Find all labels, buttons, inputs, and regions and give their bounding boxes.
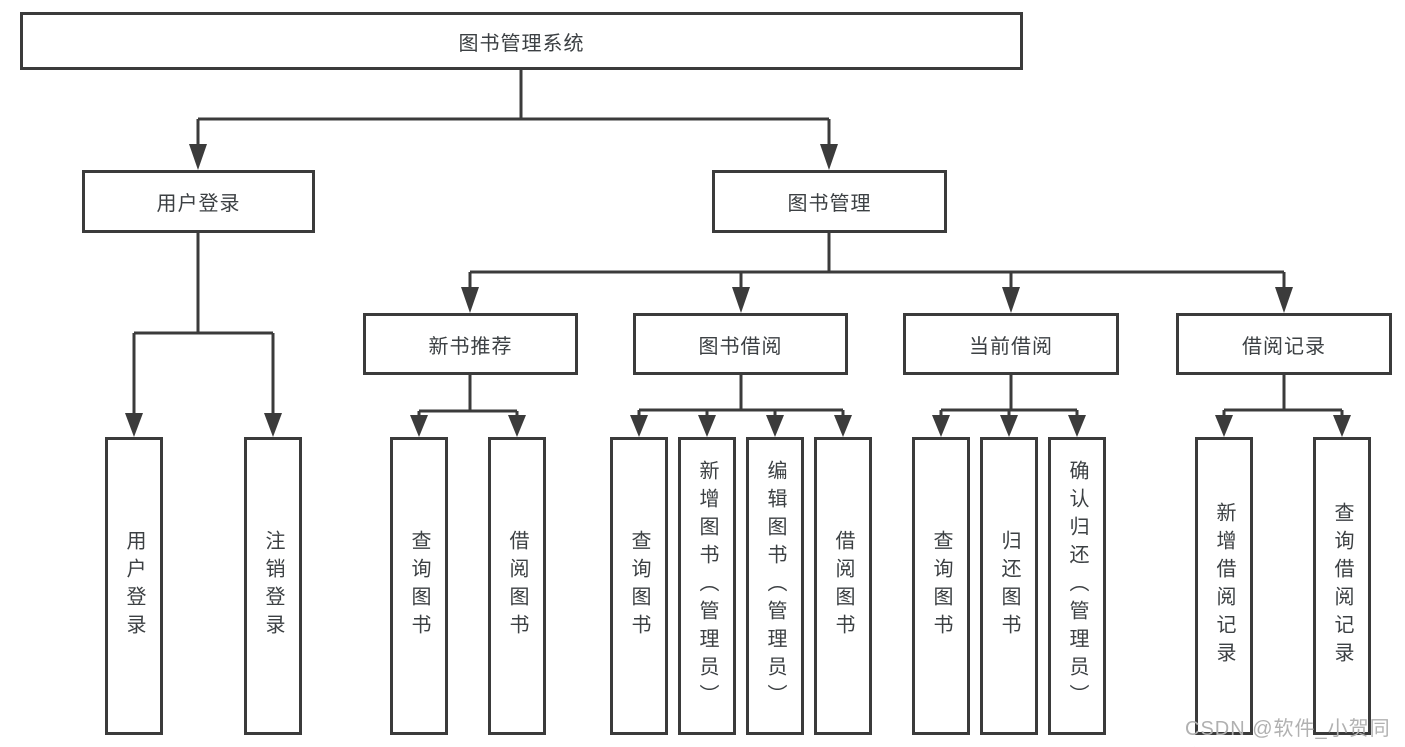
connector-book-management-branch: [461, 233, 1293, 313]
leaf-label: 查询图书: [408, 530, 430, 642]
connector-current-borrowing-branch: [932, 375, 1086, 437]
node-book-management: 图书管理: [712, 170, 947, 233]
node-leaf-borrow-books-2: 借阅图书: [814, 437, 872, 735]
csdn-watermark: CSDN @软件_小贺同学: [1185, 718, 1391, 740]
connector-user-login-branch: [125, 233, 282, 437]
leaf-label: 新增借阅记录: [1213, 502, 1235, 670]
node-leaf-add-borrow-record: 新增借阅记录: [1195, 437, 1253, 735]
node-new-book-recommend: 新书推荐: [363, 313, 578, 375]
connector-root-to-level2: [189, 70, 838, 170]
leaf-label: 借阅图书: [506, 530, 528, 642]
leaf-label: 归还图书: [998, 530, 1020, 642]
leaf-label: 查询借阅记录: [1331, 502, 1353, 670]
leaf-label: 查询图书: [628, 530, 650, 642]
leaf-label: 借阅图书: [832, 530, 854, 642]
leaf-label: 用户登录: [123, 530, 145, 642]
node-book-borrowing: 图书借阅: [633, 313, 848, 375]
node-user-login: 用户登录: [82, 170, 315, 233]
node-leaf-query-borrow-record: 查询借阅记录: [1313, 437, 1371, 735]
node-leaf-confirm-return-admin: 确认归还（管理员）: [1048, 437, 1106, 735]
node-leaf-return-books: 归还图书: [980, 437, 1038, 735]
node-leaf-borrow-books-1: 借阅图书: [488, 437, 546, 735]
node-leaf-query-books-1: 查询图书: [390, 437, 448, 735]
node-current-borrowing: 当前借阅: [903, 313, 1119, 375]
leaf-label: 编辑图书（管理员）: [764, 460, 786, 712]
node-leaf-logout: 注销登录: [244, 437, 302, 735]
connector-borrowing-records-branch: [1215, 375, 1351, 437]
connector-book-borrowing-branch: [630, 375, 852, 437]
leaf-label: 注销登录: [262, 530, 284, 642]
node-borrowing-records: 借阅记录: [1176, 313, 1392, 375]
node-leaf-query-books-2: 查询图书: [610, 437, 668, 735]
node-leaf-query-books-3: 查询图书: [912, 437, 970, 735]
node-leaf-edit-books-admin: 编辑图书（管理员）: [746, 437, 804, 735]
node-leaf-add-books-admin: 新增图书（管理员）: [678, 437, 736, 735]
leaf-label: 确认归还（管理员）: [1066, 460, 1088, 712]
connector-new-book-recommend-branch: [410, 375, 526, 437]
node-root-system: 图书管理系统: [20, 12, 1023, 70]
node-leaf-user-login: 用户登录: [105, 437, 163, 735]
leaf-label: 新增图书（管理员）: [696, 460, 718, 712]
leaf-label: 查询图书: [930, 530, 952, 642]
